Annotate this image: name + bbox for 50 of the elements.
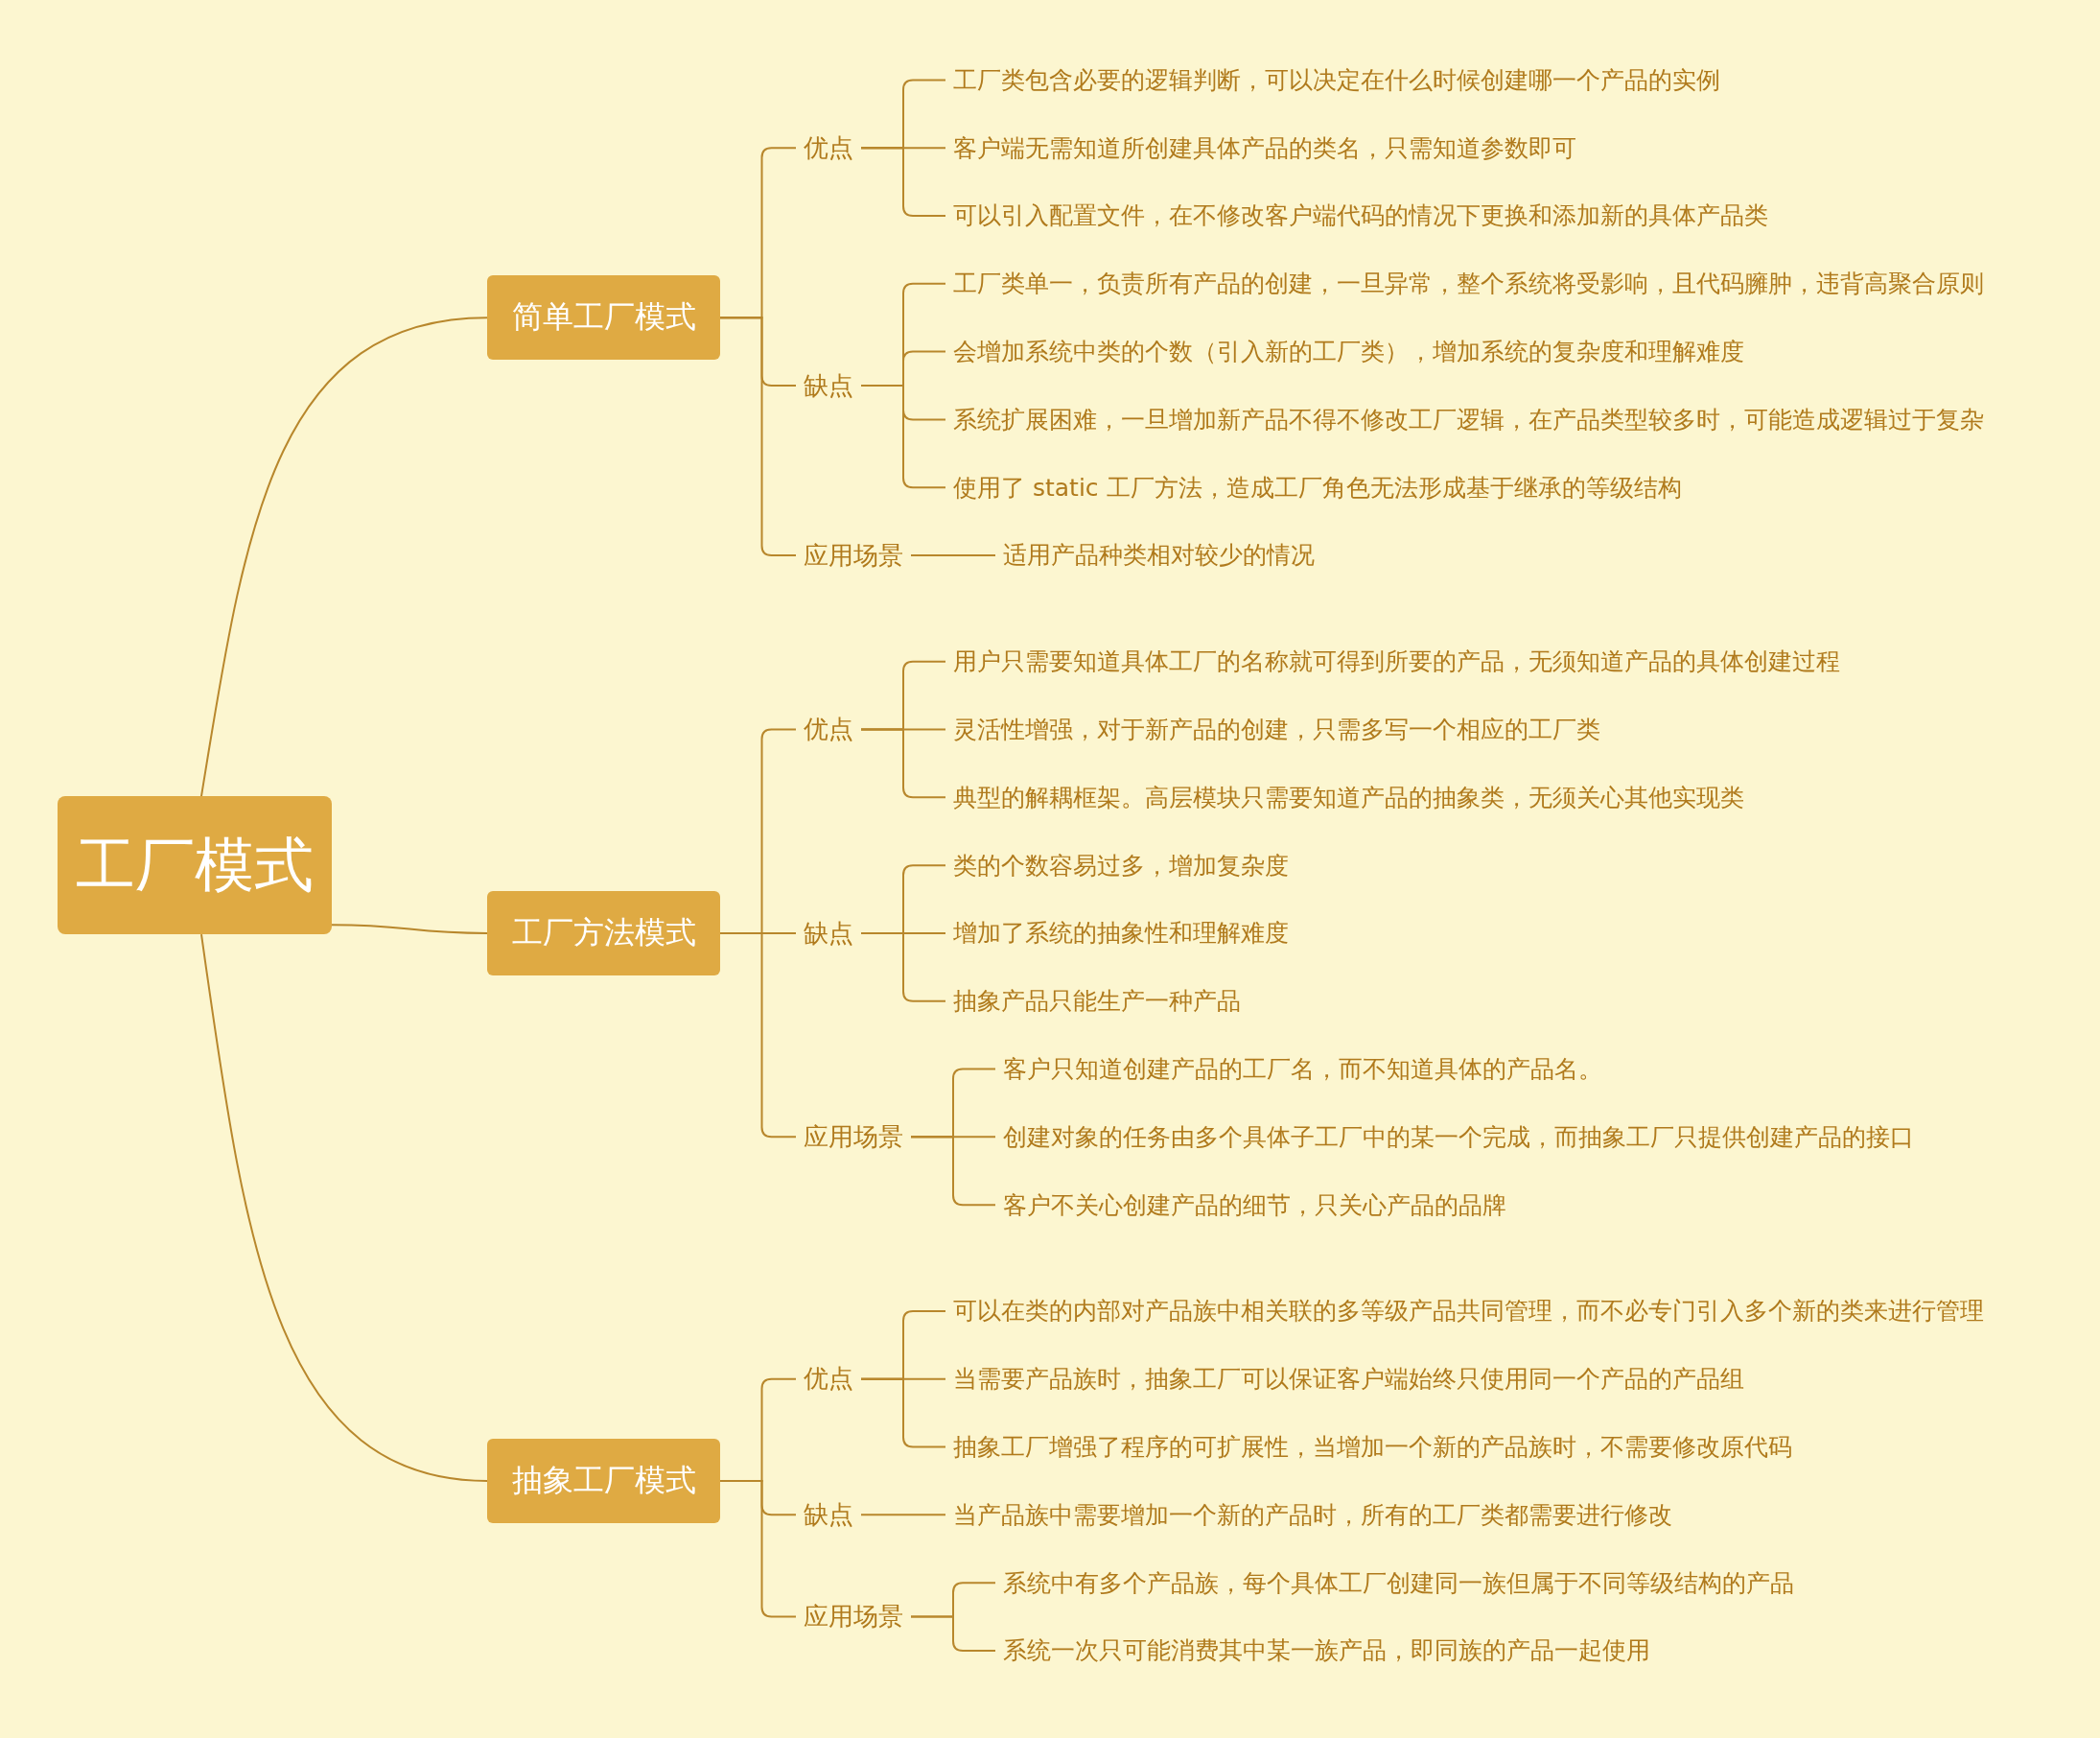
detail-text: 用户只需要知道具体工厂的名称就可得到所要的产品，无须知道产品的具体创建过程 bbox=[953, 646, 1840, 677]
detail-text: 可以引入配置文件，在不修改客户端代码的情况下更换和添加新的具体产品类 bbox=[953, 200, 1768, 231]
connector-line bbox=[860, 1514, 946, 1516]
detail-text: 抽象工厂增强了程序的可扩展性，当增加一个新的产品族时，不需要修改原代码 bbox=[953, 1431, 1792, 1463]
category-label: 优点 bbox=[804, 131, 853, 164]
branch-topic-box: 简单工厂模式 bbox=[487, 275, 720, 361]
detail-text: 灵活性增强，对于新产品的创建，只需多写一个相应的工厂类 bbox=[953, 714, 1600, 745]
detail-text: 客户不关心创建产品的细节，只关心产品的品牌 bbox=[1003, 1189, 1506, 1220]
branch-topic-box: 抽象工厂模式 bbox=[487, 1438, 720, 1523]
detail-text: 系统扩展困难，一旦增加新产品不得不修改工厂逻辑，在产品类型较多时，可能造成逻辑过于复杂 bbox=[953, 404, 1984, 434]
detail-text: 创建对象的任务由多个具体子工厂中的某一个完成，而抽象工厂只提供创建产品的接口 bbox=[1003, 1121, 1914, 1152]
root-topic-box: 工厂模式 bbox=[58, 796, 332, 935]
connector-line bbox=[200, 933, 488, 1482]
detail-text: 工厂类包含必要的逻辑判断，可以决定在什么时候创建哪一个产品的实例 bbox=[953, 64, 1720, 95]
detail-text: 客户端无需知道所创建具体产品的类名，只需知道参数即可 bbox=[953, 132, 1576, 163]
category-label: 应用场景 bbox=[804, 539, 903, 572]
category-label: 缺点 bbox=[804, 917, 853, 950]
connector-line bbox=[719, 317, 797, 556]
detail-text: 类的个数容易过多，增加复杂度 bbox=[953, 850, 1289, 881]
detail-text: 工厂类单一，负责所有产品的创建，一旦异常，整个系统将受影响，且代码臃肿，违背高聚合原则 bbox=[953, 269, 1984, 299]
detail-text: 适用产品种类相对较少的情况 bbox=[1003, 540, 1315, 571]
connector-line bbox=[719, 931, 797, 1139]
detail-text: 系统一次只可能消费其中某一族产品，即同族的产品一起使用 bbox=[1003, 1635, 1650, 1666]
connector-line bbox=[200, 317, 488, 798]
detail-text: 典型的解耦框架。高层模块只需要知道产品的抽象类，无须关心其他实现类 bbox=[953, 782, 1744, 812]
connector-line bbox=[910, 553, 996, 556]
connector-line bbox=[910, 1136, 996, 1207]
detail-text: 当需要产品族时，抽象工厂可以保证客户端始终只使用同一个产品的产品组 bbox=[953, 1364, 1744, 1395]
detail-text: 可以在类的内部对产品族中相关联的多等级产品共同管理，而不必专门引入多个新的类来进行管理 bbox=[953, 1296, 1984, 1327]
connector-line bbox=[331, 924, 488, 934]
detail-text: 抽象产品只能生产一种产品 bbox=[953, 986, 1241, 1017]
category-label: 缺点 bbox=[804, 1499, 853, 1531]
detail-text: 使用了 static 工厂方法，造成工厂角色无法形成基于继承的等级结构 bbox=[953, 472, 1682, 503]
category-label: 优点 bbox=[804, 714, 853, 745]
category-label: 缺点 bbox=[804, 369, 853, 402]
connector-line bbox=[860, 931, 946, 1002]
category-label: 应用场景 bbox=[804, 1121, 903, 1153]
detail-text: 增加了系统的抽象性和理解难度 bbox=[953, 918, 1289, 949]
category-label: 优点 bbox=[804, 1363, 853, 1395]
detail-text: 客户只知道创建产品的工厂名，而不知道具体的产品名。 bbox=[1003, 1053, 1602, 1085]
connector-line bbox=[910, 1615, 996, 1652]
detail-text: 会增加系统中类的个数（引入新的工厂类），增加系统的复杂度和理解难度 bbox=[953, 336, 1744, 367]
detail-text: 当产品族中需要增加一个新的产品时，所有的工厂类都需要进行修改 bbox=[953, 1499, 1672, 1530]
connector-line bbox=[860, 728, 946, 799]
category-label: 应用场景 bbox=[804, 1601, 903, 1632]
connector-line bbox=[860, 1377, 946, 1448]
detail-text: 系统中有多个产品族，每个具体工厂创建同一族但属于不同等级结构的产品 bbox=[1003, 1567, 1794, 1598]
branch-topic-box: 工厂方法模式 bbox=[487, 890, 720, 975]
connector-line bbox=[860, 385, 946, 489]
connector-line bbox=[860, 147, 946, 217]
